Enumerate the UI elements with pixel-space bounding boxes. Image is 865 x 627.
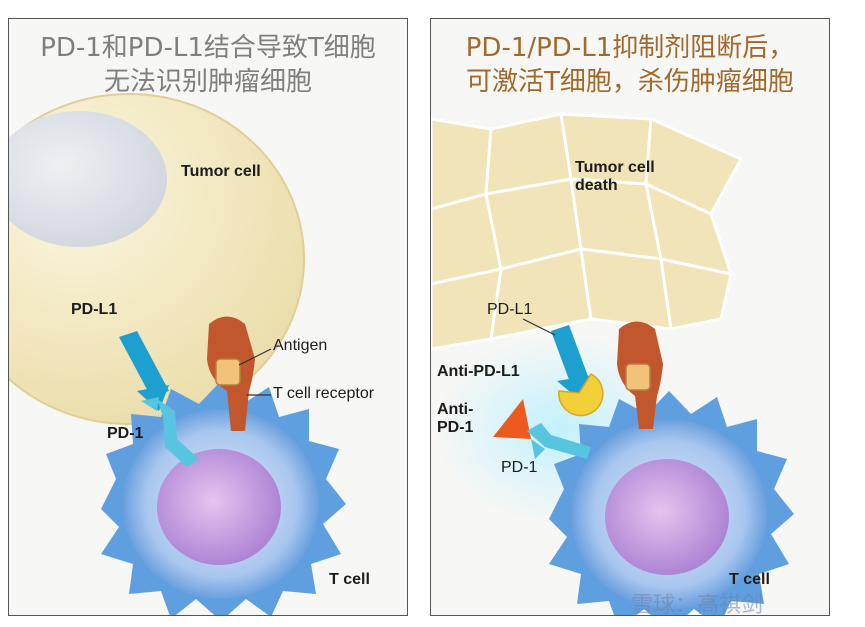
t-cell-nucleus: [157, 449, 281, 565]
antigen: [625, 363, 651, 391]
tumor-cell-death-label-1: Tumor cell: [575, 159, 655, 176]
left-title-line2: 无法识别肿瘤细胞: [103, 67, 312, 97]
right-title-line1: PD-1/PD-L1抑制剂阻断后，: [465, 33, 795, 63]
t-cell-receptor: [207, 316, 255, 431]
anti-pd-1-label-1: Anti-: [437, 401, 474, 418]
t-cell: [101, 381, 346, 615]
tumor-nucleus: [9, 111, 167, 247]
antigen: [215, 358, 241, 386]
pd-1-receptor: [141, 397, 199, 467]
pd-1-receptor: [527, 423, 591, 459]
t-cell-label: T cell: [329, 571, 370, 588]
right-panel: PD-1/PD-L1抑制剂阻断后， 可激活T细胞，杀伤肿瘤细胞 Tumor ce…: [430, 18, 830, 616]
anti-pd-1-label-2: PD-1: [437, 419, 474, 436]
tumor-cell-fragments: [431, 112, 744, 351]
anti-pd-1-antibody: [493, 399, 531, 439]
tumor-cell-death-label-2: death: [575, 177, 618, 194]
left-diagram: [9, 93, 346, 615]
left-panel: PD-1和PD-L1结合导致T细胞 无法识别肿瘤细胞 Tumor cell PD…: [8, 18, 408, 616]
pd-1-label: PD-1: [107, 425, 144, 442]
watermark-text: 雪球：高祺剑: [631, 593, 764, 616]
right-title-line2: 可激活T细胞，杀伤肿瘤细胞: [466, 67, 794, 97]
anti-pd-l1-label: Anti-PD-L1: [437, 363, 520, 380]
t-cell-receptor: [617, 321, 663, 429]
antigen-label: Antigen: [273, 337, 328, 354]
t-cell-label: T cell: [729, 571, 770, 588]
pd-l1-label: PD-L1: [487, 301, 533, 318]
t-cell-nucleus: [605, 459, 729, 575]
pd-l1-label: PD-L1: [71, 301, 118, 318]
left-title-line1: PD-1和PD-L1结合导致T细胞: [40, 33, 376, 63]
t-cell: [549, 391, 794, 615]
tumor-cell-label: Tumor cell: [181, 163, 261, 180]
anti-pd-l1-antibody: [558, 373, 604, 417]
pd-1-label: PD-1: [501, 459, 538, 476]
right-diagram: [431, 112, 794, 615]
t-cell-receptor-label: T cell receptor: [273, 385, 375, 402]
